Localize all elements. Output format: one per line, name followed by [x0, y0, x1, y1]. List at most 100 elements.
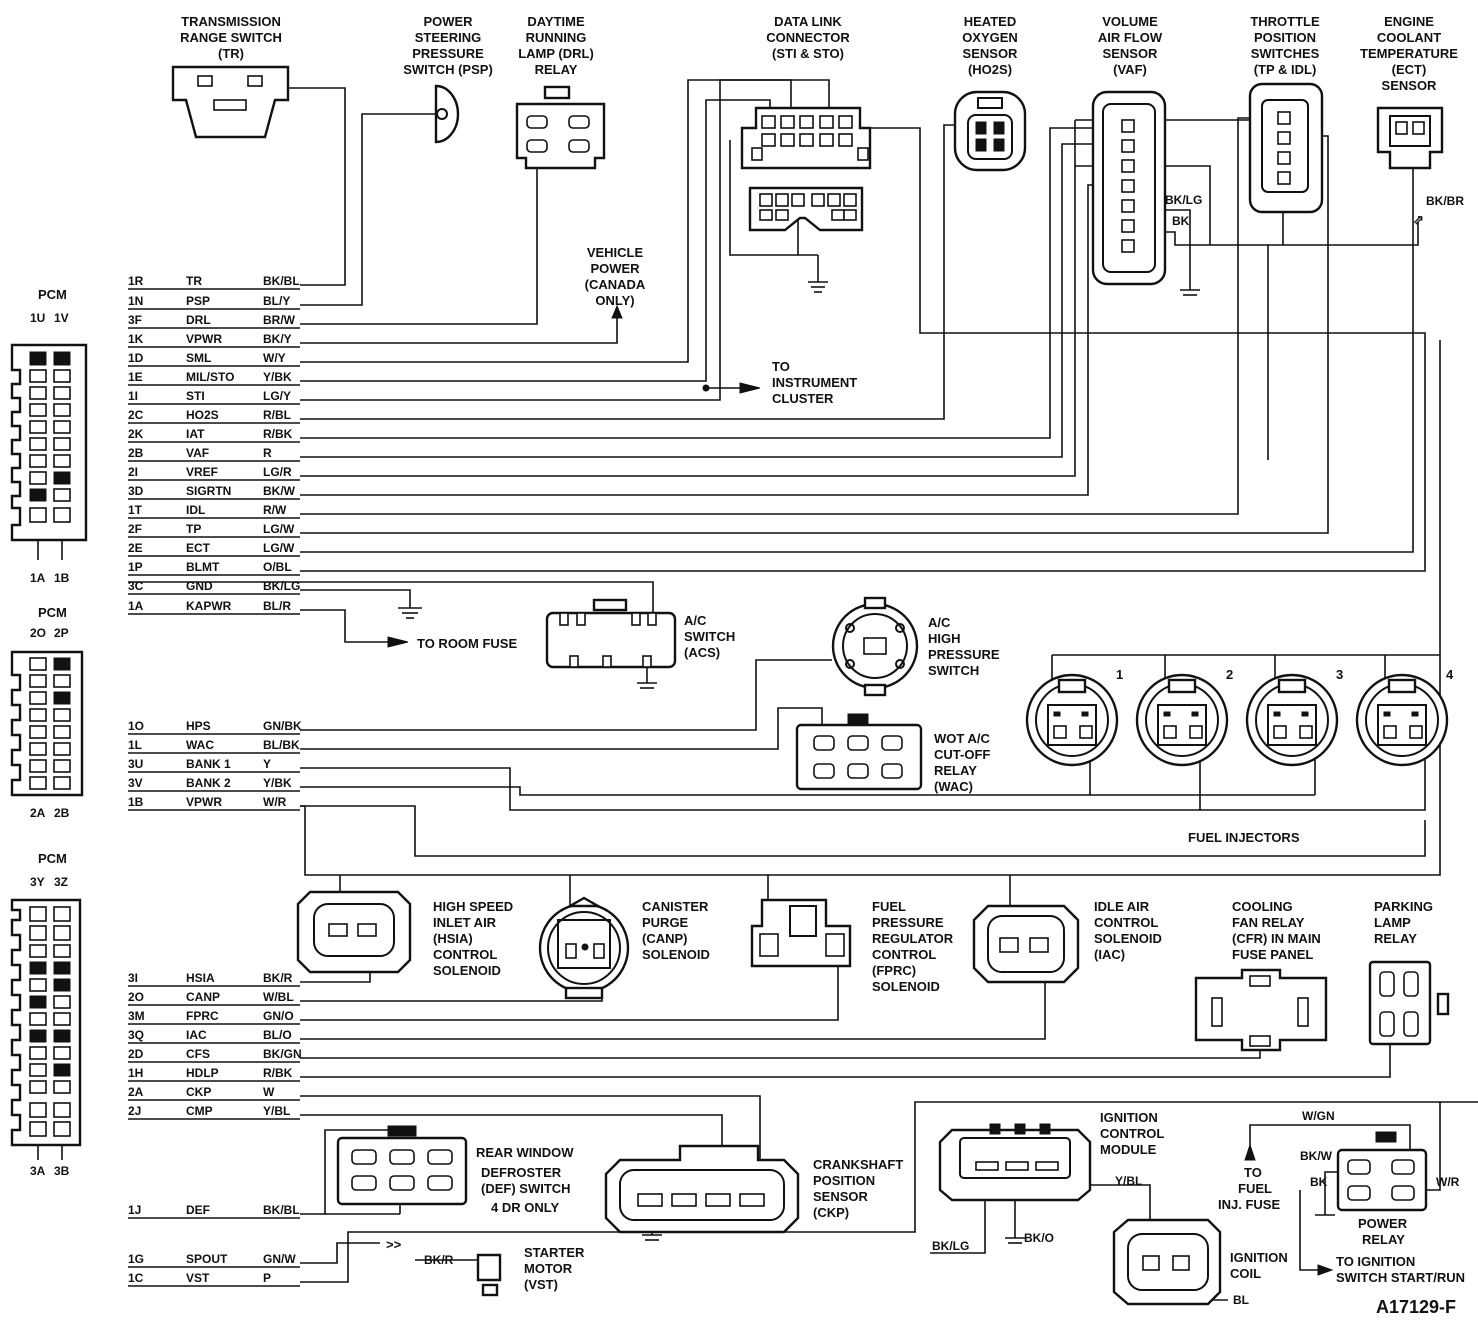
svg-text:BK/W: BK/W [1300, 1149, 1333, 1163]
dlc-pin [843, 193, 857, 207]
wire-pin: 1H [128, 1066, 143, 1080]
dlc-pin [843, 209, 857, 221]
svg-text:CLUSTER: CLUSTER [772, 391, 834, 406]
wire-pin: 1G [128, 1252, 144, 1266]
svg-text:(WAC): (WAC) [934, 779, 973, 794]
svg-text:RELAY: RELAY [934, 763, 977, 778]
svg-text:BK/LG: BK/LG [1165, 193, 1202, 207]
dlc-pin [780, 133, 795, 147]
dlc-pin [775, 193, 789, 207]
engine-coolant-temperature-sensor: ENGINE COOLANT TEMPERATURE (ECT) SENSOR … [1360, 14, 1464, 227]
svg-text:(IAC): (IAC) [1094, 947, 1125, 962]
svg-text:VOLUME: VOLUME [1102, 14, 1158, 29]
dlc-pin [775, 209, 789, 221]
svg-text:TO: TO [772, 359, 790, 374]
def-pin [351, 1149, 377, 1165]
vaf-pin [1121, 239, 1135, 253]
wire-pin: 2J [128, 1104, 141, 1118]
data-link-connector: DATA LINK CONNECTOR (STI & STO) [740, 14, 872, 232]
svg-text:FAN RELAY: FAN RELAY [1232, 915, 1305, 930]
wire-circuit: IAC [186, 1028, 207, 1042]
fuel-injector: 4 [1355, 667, 1454, 767]
idle-air-control-solenoid: IDLE AIR CONTROL SOLENOID (IAC) [972, 899, 1162, 984]
svg-text:BK: BK [1310, 1175, 1328, 1189]
canister-purge-solenoid: CANISTER PURGE (CANP) SOLENOID [538, 896, 710, 1000]
svg-text:CONTROL: CONTROL [1094, 915, 1158, 930]
wire-circuit: VAF [186, 446, 209, 460]
svg-text:DAYTIME: DAYTIME [527, 14, 585, 29]
wire-circuit: SPOUT [186, 1252, 228, 1266]
svg-text:SENSOR: SENSOR [963, 46, 1019, 61]
fuel-injector: 1 [1025, 667, 1123, 767]
wire-circuit: HDLP [186, 1066, 219, 1080]
svg-text:POSITION: POSITION [1254, 30, 1316, 45]
wire-color: Y/BK [263, 370, 292, 384]
ac-switch: A/C SWITCH (ACS) [545, 598, 735, 689]
wire-pin: 3C [128, 579, 144, 593]
svg-text:PRESSURE: PRESSURE [412, 46, 484, 61]
svg-text:SOLENOID: SOLENOID [642, 947, 710, 962]
svg-text:(FPRC): (FPRC) [872, 963, 916, 978]
ignition-coil: IGNITION COIL BL [1112, 1218, 1288, 1307]
pcm-wire-row: 1H HDLP R/BK [128, 1066, 300, 1082]
wire-circuit: WAC [186, 738, 214, 752]
wire-color: BK/R [263, 971, 293, 985]
svg-text:(ACS): (ACS) [684, 645, 720, 660]
fuel-injector: 3 [1245, 667, 1343, 767]
svg-text:BK/LG: BK/LG [932, 1239, 969, 1253]
wire-color: O/BL [263, 560, 292, 574]
wire-pin: 1I [128, 389, 138, 403]
def-pin [389, 1175, 415, 1191]
vaf-pin [1121, 139, 1135, 153]
wire-color: R/W [263, 503, 287, 517]
svg-text:(VAF): (VAF) [1113, 62, 1147, 77]
wire-color: W [263, 1085, 275, 1099]
svg-text:TEMPERATURE: TEMPERATURE [1360, 46, 1458, 61]
svg-text:BK: BK [1172, 214, 1190, 228]
injector-number: 1 [1116, 667, 1123, 682]
pcm-title: PCM [38, 605, 67, 620]
wire-circuit: SML [186, 351, 211, 365]
dlc-pin [759, 193, 773, 207]
vaf-pin [1121, 179, 1135, 193]
wire-circuit: VPWR [186, 795, 222, 809]
svg-text:MOTOR: MOTOR [524, 1261, 573, 1276]
svg-text:SENSOR: SENSOR [1382, 78, 1438, 93]
pcm-title: PCM [38, 851, 67, 866]
wire-circuit: PSP [186, 294, 210, 308]
wire-circuit: BANK 1 [186, 757, 231, 771]
dlc-pin [819, 133, 834, 147]
wire-pin: 2D [128, 1047, 144, 1061]
wire-color: P [263, 1271, 271, 1285]
svg-text:CONTROL: CONTROL [872, 947, 936, 962]
pcm-connector-3: PCM 3Y 3Z 3A 3B [10, 851, 82, 1178]
wire-color: Y/BK [263, 776, 292, 790]
dlc-pin [791, 193, 805, 207]
wire-circuit: HPS [186, 719, 211, 733]
wire-pin: 3V [128, 776, 143, 790]
wire-circuit: GND [186, 579, 213, 593]
wire-pin: 1K [128, 332, 144, 346]
svg-text:SENSOR: SENSOR [1103, 46, 1159, 61]
throttle-position-switches: THROTTLE POSITION SWITCHES (TP & IDL) [1248, 14, 1324, 214]
wire-circuit: BANK 2 [186, 776, 231, 790]
wot-ac-cutoff-relay: WOT A/C CUT-OFF RELAY (WAC) [795, 713, 990, 794]
wire-pin: 1B [128, 795, 144, 809]
svg-text:SWITCH (PSP): SWITCH (PSP) [403, 62, 493, 77]
wire-circuit: VST [186, 1271, 210, 1285]
svg-text:RUNNING: RUNNING [526, 30, 587, 45]
wire-color: R/BK [263, 1066, 293, 1080]
wire-circuit: MIL/STO [186, 370, 234, 384]
wire-color: BK/Y [263, 332, 292, 346]
